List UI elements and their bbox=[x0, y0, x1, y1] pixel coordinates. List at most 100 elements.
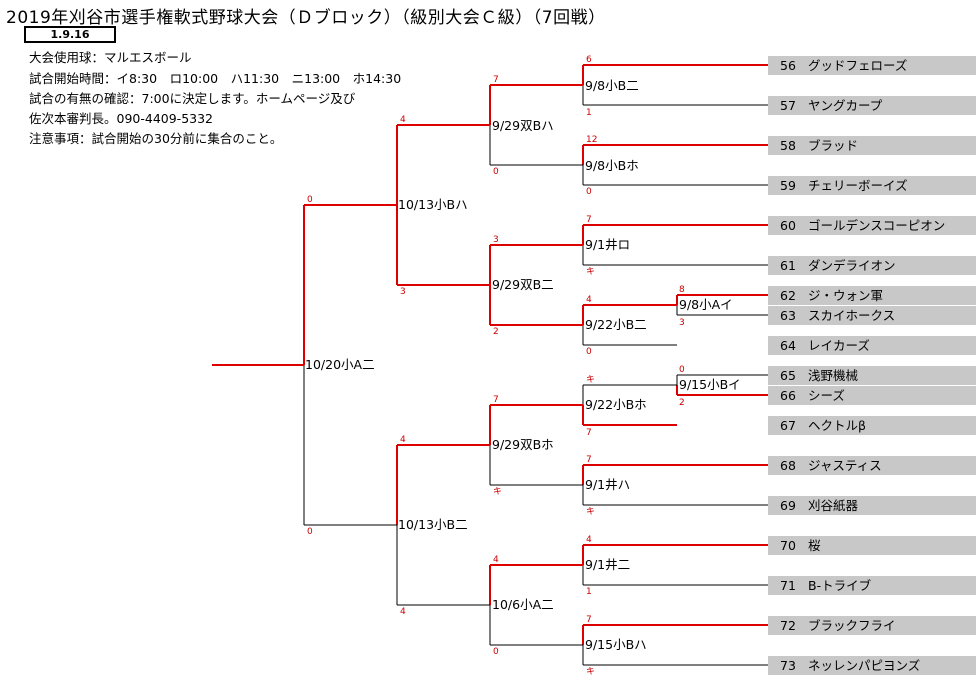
game-label: 9/15小Bハ bbox=[585, 637, 647, 652]
game-label: 9/8小B二 bbox=[585, 78, 639, 93]
team-name: ブラックフライ bbox=[808, 618, 896, 633]
team-name: シーズ bbox=[808, 388, 845, 403]
info-ball: 大会使用球：マルエスボール bbox=[29, 50, 192, 65]
team-number: 59 bbox=[780, 178, 796, 193]
team-name: B-トライブ bbox=[808, 578, 872, 593]
game-label: 10/13小B二 bbox=[398, 517, 468, 532]
score: 2 bbox=[493, 327, 499, 337]
page-title: 2019年刈谷市選手権軟式野球大会（Ｄブロック）（級別大会Ｃ級）（7回戦） bbox=[6, 8, 606, 28]
score: 0 bbox=[307, 195, 313, 205]
game-label: 9/1井ハ bbox=[585, 477, 631, 492]
info-start-times: 試合開始時間：イ8:30 ロ10:00 ハ11:30 ニ13:00 ホ14:30 bbox=[29, 71, 402, 86]
team-number: 70 bbox=[780, 538, 796, 553]
game-label: 9/8小Bホ bbox=[585, 158, 639, 173]
score: 4 bbox=[586, 535, 592, 545]
team-name: グッドフェローズ bbox=[808, 58, 908, 73]
team-number: 61 bbox=[780, 258, 796, 273]
team-number: 64 bbox=[780, 338, 796, 353]
score: 7 bbox=[586, 615, 592, 625]
game-label: 9/22小Bホ bbox=[585, 397, 647, 412]
team-name: ブラッド bbox=[808, 138, 859, 153]
score: 0 bbox=[307, 527, 313, 537]
team-number: 63 bbox=[780, 308, 796, 323]
team-row: 62 ジ・ウォン軍 bbox=[768, 286, 976, 305]
team-row: 72 ブラックフライ bbox=[768, 616, 976, 635]
game-label: 10/13小Bハ bbox=[398, 197, 468, 212]
team-number: 57 bbox=[780, 98, 796, 113]
score: 2 bbox=[679, 398, 685, 408]
score: 0 bbox=[493, 167, 499, 177]
score: 7 bbox=[586, 215, 592, 225]
score: 7 bbox=[586, 455, 592, 465]
team-row: 64 レイカーズ bbox=[768, 336, 976, 355]
team-row: 58 ブラッド bbox=[768, 136, 976, 155]
team-name: ジ・ウォン軍 bbox=[808, 288, 884, 303]
score: 3 bbox=[400, 287, 406, 297]
team-name: レイカーズ bbox=[808, 338, 870, 353]
score: 0 bbox=[679, 365, 685, 375]
team-name: ダンデライオン bbox=[808, 258, 896, 273]
score: 3 bbox=[493, 235, 499, 245]
score: 4 bbox=[400, 115, 406, 125]
score: キ bbox=[586, 667, 596, 677]
score: キ bbox=[586, 507, 596, 517]
score: 8 bbox=[679, 285, 685, 295]
score: 0 bbox=[493, 647, 499, 657]
team-number: 62 bbox=[780, 288, 796, 303]
team-row: 66 シーズ bbox=[768, 386, 976, 405]
score: 7 bbox=[493, 395, 499, 405]
team-number: 56 bbox=[780, 58, 796, 73]
team-row: 59 チェリーボーイズ bbox=[768, 176, 976, 195]
score: 0 bbox=[586, 347, 592, 357]
game-label: 9/29双Bホ bbox=[492, 437, 554, 452]
score: 4 bbox=[586, 295, 592, 305]
game-label: 9/15小Bイ bbox=[679, 377, 741, 392]
team-number: 66 bbox=[780, 388, 796, 403]
team-number: 72 bbox=[780, 618, 796, 633]
team-name: ヤングカープ bbox=[808, 98, 883, 113]
score: 4 bbox=[400, 435, 406, 445]
game-label: 9/1井ロ bbox=[585, 237, 631, 252]
info-confirmation: 試合の有無の確認：7:00に決定します。ホームページ及び bbox=[29, 91, 356, 106]
team-name: ネッレンパピヨンズ bbox=[808, 658, 921, 673]
team-name: スカイホークス bbox=[808, 308, 896, 323]
team-name: チェリーボーイズ bbox=[808, 178, 908, 193]
score: 6 bbox=[586, 55, 592, 65]
team-row: 69 刈谷紙器 bbox=[768, 496, 976, 515]
team-number: 65 bbox=[780, 368, 796, 383]
score: 7 bbox=[493, 75, 499, 85]
team-number: 68 bbox=[780, 458, 796, 473]
team-row: 71 B-トライブ bbox=[768, 576, 976, 595]
score: 1 bbox=[586, 108, 592, 118]
score: キ bbox=[493, 487, 503, 497]
score: 0 bbox=[586, 187, 592, 197]
team-name: ゴールデンスコーピオン bbox=[808, 218, 946, 233]
game-label: 9/1井二 bbox=[585, 557, 631, 572]
game-label: 9/8小Aイ bbox=[679, 297, 733, 312]
team-number: 71 bbox=[780, 578, 796, 593]
team-number: 58 bbox=[780, 138, 796, 153]
team-row: 73 ネッレンパピヨンズ bbox=[768, 656, 976, 675]
team-number: 60 bbox=[780, 218, 796, 233]
team-row: 57 ヤングカープ bbox=[768, 96, 976, 115]
team-name: 浅野機械 bbox=[808, 368, 859, 383]
score: 1 bbox=[586, 587, 592, 597]
team-name: 刈谷紙器 bbox=[808, 498, 859, 513]
game-label: 9/29双B二 bbox=[492, 277, 554, 292]
team-number: 73 bbox=[780, 658, 796, 673]
score: 3 bbox=[679, 318, 685, 328]
team-number: 69 bbox=[780, 498, 796, 513]
date-box: 1.9.16 bbox=[24, 26, 116, 43]
score: 7 bbox=[586, 428, 592, 438]
info-referee: 佐次本審判長。090-4409-5332 bbox=[29, 111, 214, 126]
team-row: 56 グッドフェローズ bbox=[768, 56, 976, 75]
score: キ bbox=[586, 267, 596, 277]
game-label: 9/22小B二 bbox=[585, 317, 647, 332]
game-label: 10/6小A二 bbox=[492, 597, 554, 612]
score: 12 bbox=[586, 135, 598, 145]
score: 4 bbox=[400, 607, 406, 617]
